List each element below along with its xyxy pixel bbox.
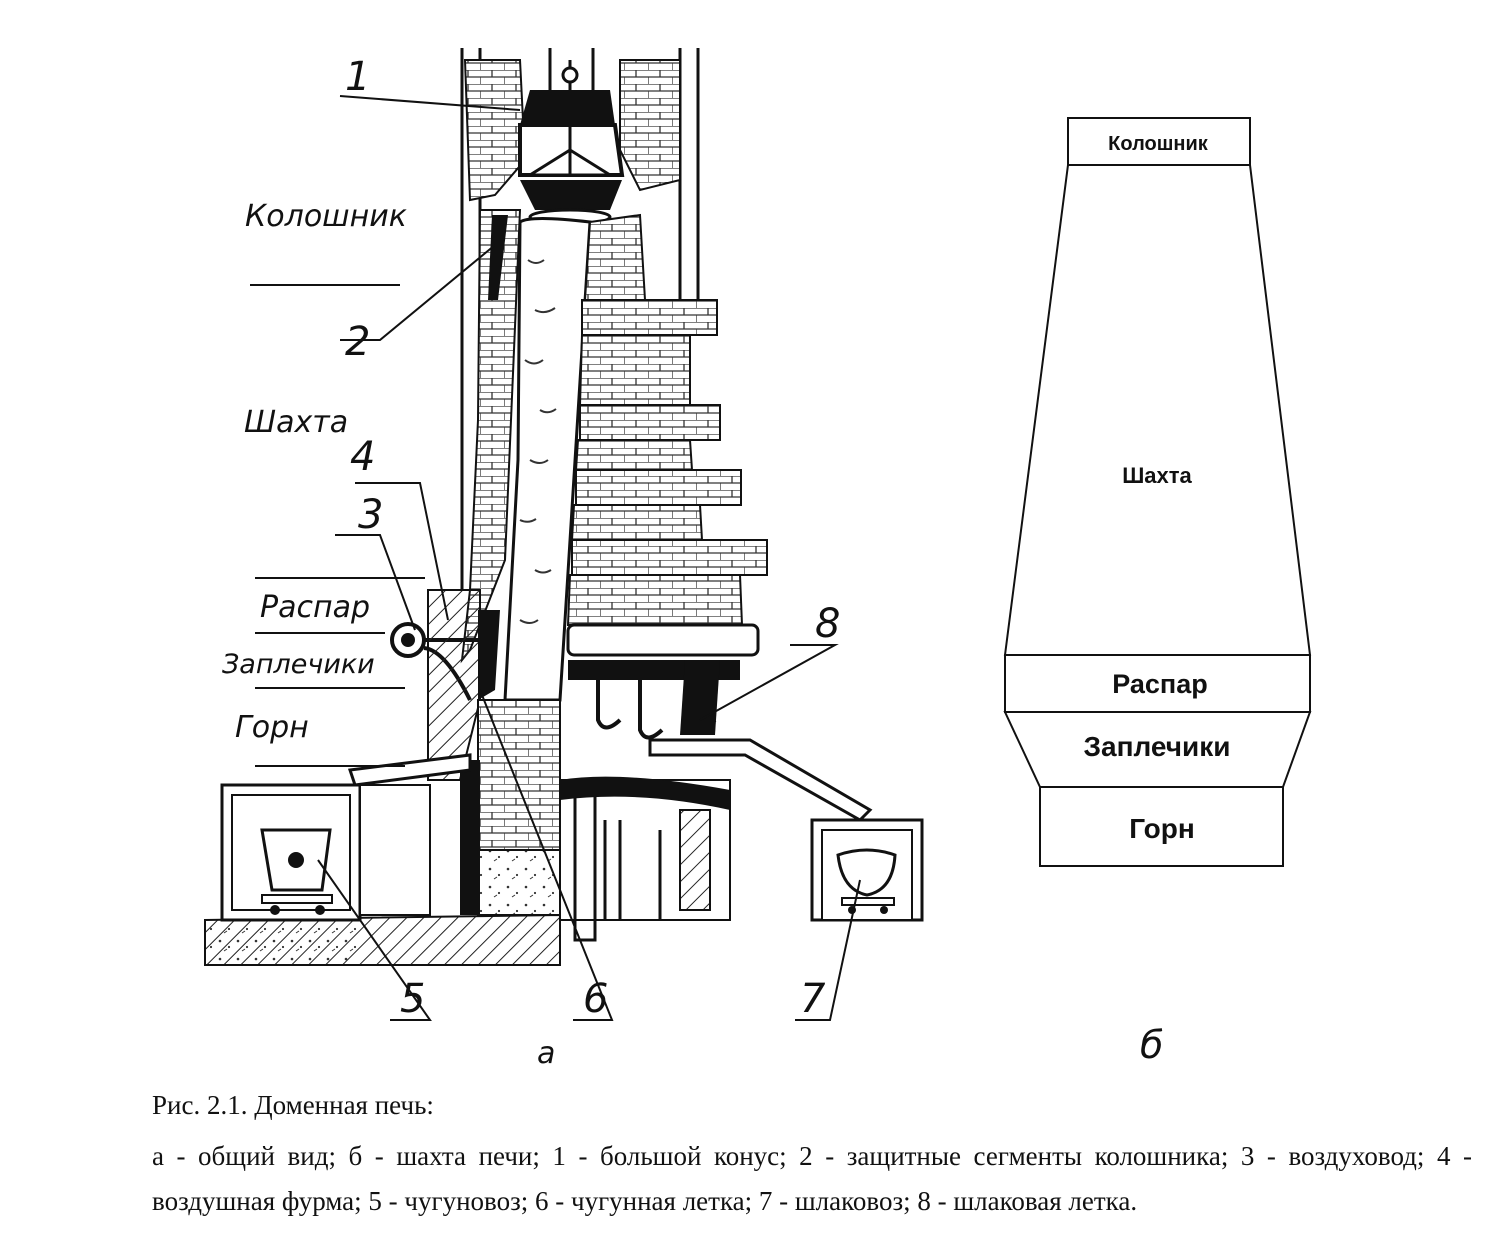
figure-caption-title: Рис. 2.1. Доменная печь: — [152, 1090, 434, 1120]
zone-label-top: Колошник — [245, 199, 407, 234]
profile-label-bosh: Заплечики — [1083, 731, 1230, 762]
iron-runner — [347, 753, 472, 787]
casing-top-fill-right — [619, 59, 681, 192]
zone-label-bosh: Заплечики — [222, 649, 375, 680]
hearth-wall-left — [427, 589, 481, 781]
callout-3: 3 — [358, 492, 383, 538]
big-cone — [518, 48, 625, 226]
burden-texture — [519, 259, 557, 624]
tower-base — [359, 784, 431, 916]
leader-lines — [317, 95, 861, 1021]
figure-caption-body: а - общий вид; б - шахта печи; 1 - больш… — [152, 1141, 1472, 1216]
slag-notch-black — [680, 660, 720, 735]
bosh-black — [478, 610, 500, 700]
profile-label-top: Колошник — [1108, 133, 1209, 155]
zone-label-belly: Распар — [260, 590, 370, 625]
zone-label-shaft: Шахта — [244, 405, 348, 440]
callout-4: 4 — [350, 434, 375, 480]
furnace-profile-view: Колошник Шахта Распар Заплечики Горн б — [1003, 117, 1312, 1067]
casing-top-fill — [463, 59, 527, 202]
profile-label-shaft: Шахта — [1122, 463, 1192, 488]
profile-hearth — [1039, 786, 1284, 867]
bustle-pipe — [566, 623, 760, 740]
slag-car — [810, 818, 924, 922]
profile-shaft — [1003, 164, 1312, 656]
zone-separators — [250, 284, 425, 767]
hearth — [460, 699, 731, 942]
callout-6: 6 — [583, 976, 608, 1022]
sublabel-b: б — [1140, 1023, 1163, 1067]
callout-5: 5 — [400, 976, 425, 1022]
profile-label-hearth: Горн — [1129, 813, 1195, 844]
shaft-rings — [566, 213, 768, 626]
callout-1: 1 — [345, 54, 370, 100]
callout-2: 2 — [345, 319, 370, 365]
protective-segments — [488, 215, 508, 300]
furnace-general-view: Колошник Шахта Распар Заплечики Горн 1 2… — [204, 48, 924, 1071]
profile-label-belly: Распар — [1112, 669, 1208, 699]
sublabel-a: а — [537, 1036, 555, 1071]
callout-7: 7 — [800, 976, 826, 1022]
callout-8: 8 — [815, 601, 840, 647]
zone-label-hearth: Горн — [235, 710, 309, 745]
foundation-speckle — [210, 925, 360, 961]
hot-metal-car — [220, 783, 362, 922]
